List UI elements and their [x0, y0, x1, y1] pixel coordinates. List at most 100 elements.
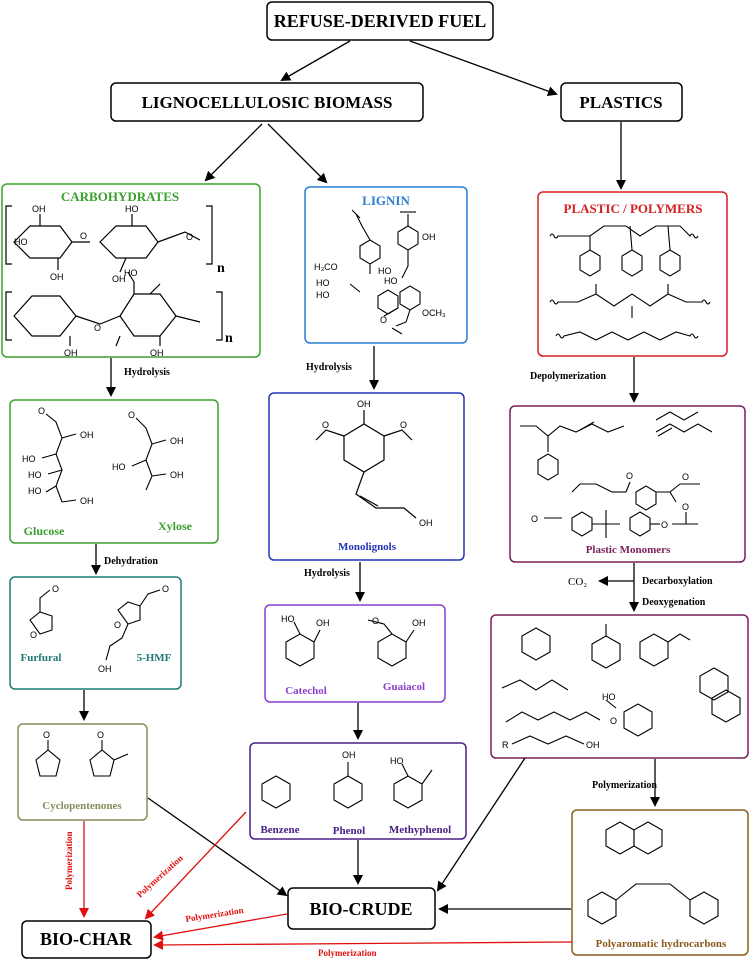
benzene-label: Benzene: [260, 824, 299, 836]
catechol-label: Catechol: [285, 685, 327, 697]
glucose-ho-2: HO: [28, 470, 42, 480]
monolignol-structure: [315, 410, 417, 519]
lignin-o: O: [380, 315, 387, 325]
step-deoxygenation: Deoxygenation: [642, 597, 706, 608]
step-polymerization-red-1: Polymerization: [64, 832, 74, 890]
cyclopentenones-node: O O Cyclopentenones: [17, 723, 148, 821]
carb-ho-3: HO: [124, 268, 138, 278]
cyclo-o-1: O: [43, 730, 50, 740]
carb-ho-2: HO: [125, 204, 139, 214]
plastics-label: PLASTICS: [579, 93, 662, 112]
guaiacol-oh: OH: [412, 618, 426, 628]
catechol-ho: HO: [281, 614, 295, 624]
polyaromatic-label: Polyaromatic hydrocarbons: [596, 938, 727, 950]
catechol-oh: OH: [316, 618, 330, 628]
furans-node: O O O O OH Furfural 5-HMF: [9, 576, 182, 690]
polyaromatic-node: Polyaromatic hydrocarbons: [571, 809, 749, 956]
monolignol-oh-1: OH: [357, 399, 371, 409]
glucose-o: O: [38, 406, 45, 416]
refuse-derived-fuel-label: REFUSE-DERIVED FUEL: [274, 11, 487, 31]
step-depolymerization: Depolymerization: [530, 371, 607, 382]
lignin-ho-1: HO: [378, 266, 392, 276]
lignin-oh-1: OH: [422, 232, 436, 242]
plastics-node: PLASTICS: [560, 82, 683, 122]
hmf-o-1: O: [162, 584, 169, 594]
carb-ho-1: HO: [14, 237, 28, 247]
lignin-node: LIGNIN OH H₃CO HO HO HO HO OCH₃ O: [304, 186, 468, 344]
arrow-rdf-to-biomass: [280, 40, 351, 81]
glucose-structure: [41, 413, 77, 503]
carb-oh-2: OH: [50, 272, 64, 282]
deoxygenation-structures: [501, 624, 741, 745]
aromatic-structures: [261, 762, 433, 809]
step-polymerization: Polymerization: [592, 780, 657, 791]
lignin-title: LIGNIN: [362, 193, 410, 208]
furan-structures: [29, 589, 161, 661]
xylose-ho: HO: [112, 462, 126, 472]
phenolic-structures: [285, 619, 415, 667]
step-decarboxylation: Decarboxylation: [642, 576, 713, 587]
monolignol-o-1: O: [322, 420, 329, 430]
sugars-node: O OH HO HO HO OH O OH HO OH Glucose Xylo…: [9, 399, 219, 544]
deox-o: O: [610, 716, 617, 726]
glucose-ho-3: HO: [28, 486, 42, 496]
carb-oh-4: OH: [64, 348, 78, 358]
red-arrow-biocrude-to-biochar: [153, 913, 288, 941]
step-polymerization-red-4: Polymerization: [318, 948, 376, 958]
phenol-label: Phenol: [333, 825, 365, 837]
arrow-biomass-to-lignin: [267, 123, 328, 184]
hmf-label: 5-HMF: [137, 652, 172, 664]
process-arrows: [79, 40, 660, 914]
plastic-monomers-label: Plastic Monomers: [586, 544, 671, 556]
polymerization-arrows: [79, 811, 573, 950]
arrow-biomass-to-carbohydrates: [204, 123, 263, 182]
phenolics-node: HO OH O OH Catechol Guaiacol: [264, 604, 446, 703]
carb-oh-3: OH: [112, 274, 126, 284]
lignin-h3co: H₃CO: [314, 262, 338, 272]
arrow-cyclo-to-biocrude: [147, 797, 288, 897]
red-arrow-pah-to-biochar: [153, 939, 573, 950]
monomer-o-1: O: [626, 471, 633, 481]
arrow-deox-to-biocrude: [436, 757, 526, 892]
lignocellulosic-biomass-node: LIGNOCELLULOSIC BIOMASS: [110, 82, 424, 122]
step-dehydration: Dehydration: [104, 556, 158, 567]
bio-crude-label: BIO-CRUDE: [309, 899, 412, 919]
carb-o-2: O: [186, 232, 193, 242]
deox-r: R: [502, 740, 509, 750]
aromatics-node: OH HO Benzene Phenol Methyphenol: [249, 742, 467, 840]
furfural-label: Furfural: [21, 652, 62, 664]
bio-char-label: BIO-CHAR: [40, 929, 133, 949]
monolignol-o-2: O: [400, 420, 407, 430]
guaiacol-o: O: [372, 616, 379, 626]
lignin-ho-2: HO: [316, 278, 330, 288]
lignin-structure: [349, 209, 421, 335]
monomer-o-3: O: [531, 514, 538, 524]
cyclopentenones-label: Cyclopentenones: [42, 800, 122, 812]
furfural-o-2: O: [30, 630, 37, 640]
xylose-oh-2: OH: [170, 470, 184, 480]
monolignol-oh-2: OH: [419, 518, 433, 528]
guaiacol-label: Guaiacol: [383, 681, 425, 693]
plastic-polymers-node: PLASTIC / POLYMERS: [537, 191, 728, 357]
xylose-oh-1: OH: [170, 436, 184, 446]
monolignols-node: OH O O OH Monolignols: [268, 392, 465, 561]
glucose-oh-1: OH: [80, 430, 94, 440]
plastic-monomers-node: O O O O O Plastic Monomers: [509, 405, 746, 563]
red-arrow-aromatics-to-biochar: [144, 811, 247, 920]
step-polymerization-red-2: Polymerization: [135, 853, 185, 900]
monomer-o-4: O: [661, 520, 668, 530]
methylphenol-label: Methyphenol: [389, 824, 451, 836]
deox-oh: OH: [586, 740, 600, 750]
polystyrene-structure: [549, 225, 711, 341]
xylose-o: O: [128, 410, 135, 420]
xylose-structure: [131, 417, 167, 491]
arrow-rdf-to-plastics: [409, 40, 558, 96]
lignocellulosic-biomass-label: LIGNOCELLULOSIC BIOMASS: [142, 93, 393, 112]
cyclopentenone-structures: [35, 740, 129, 777]
cyclo-o-2: O: [97, 730, 104, 740]
phenol-oh: OH: [342, 750, 356, 760]
co2-label: CO₂: [568, 576, 587, 588]
glucose-label: Glucose: [24, 524, 65, 538]
bio-char-node: BIO-CHAR: [21, 920, 152, 959]
